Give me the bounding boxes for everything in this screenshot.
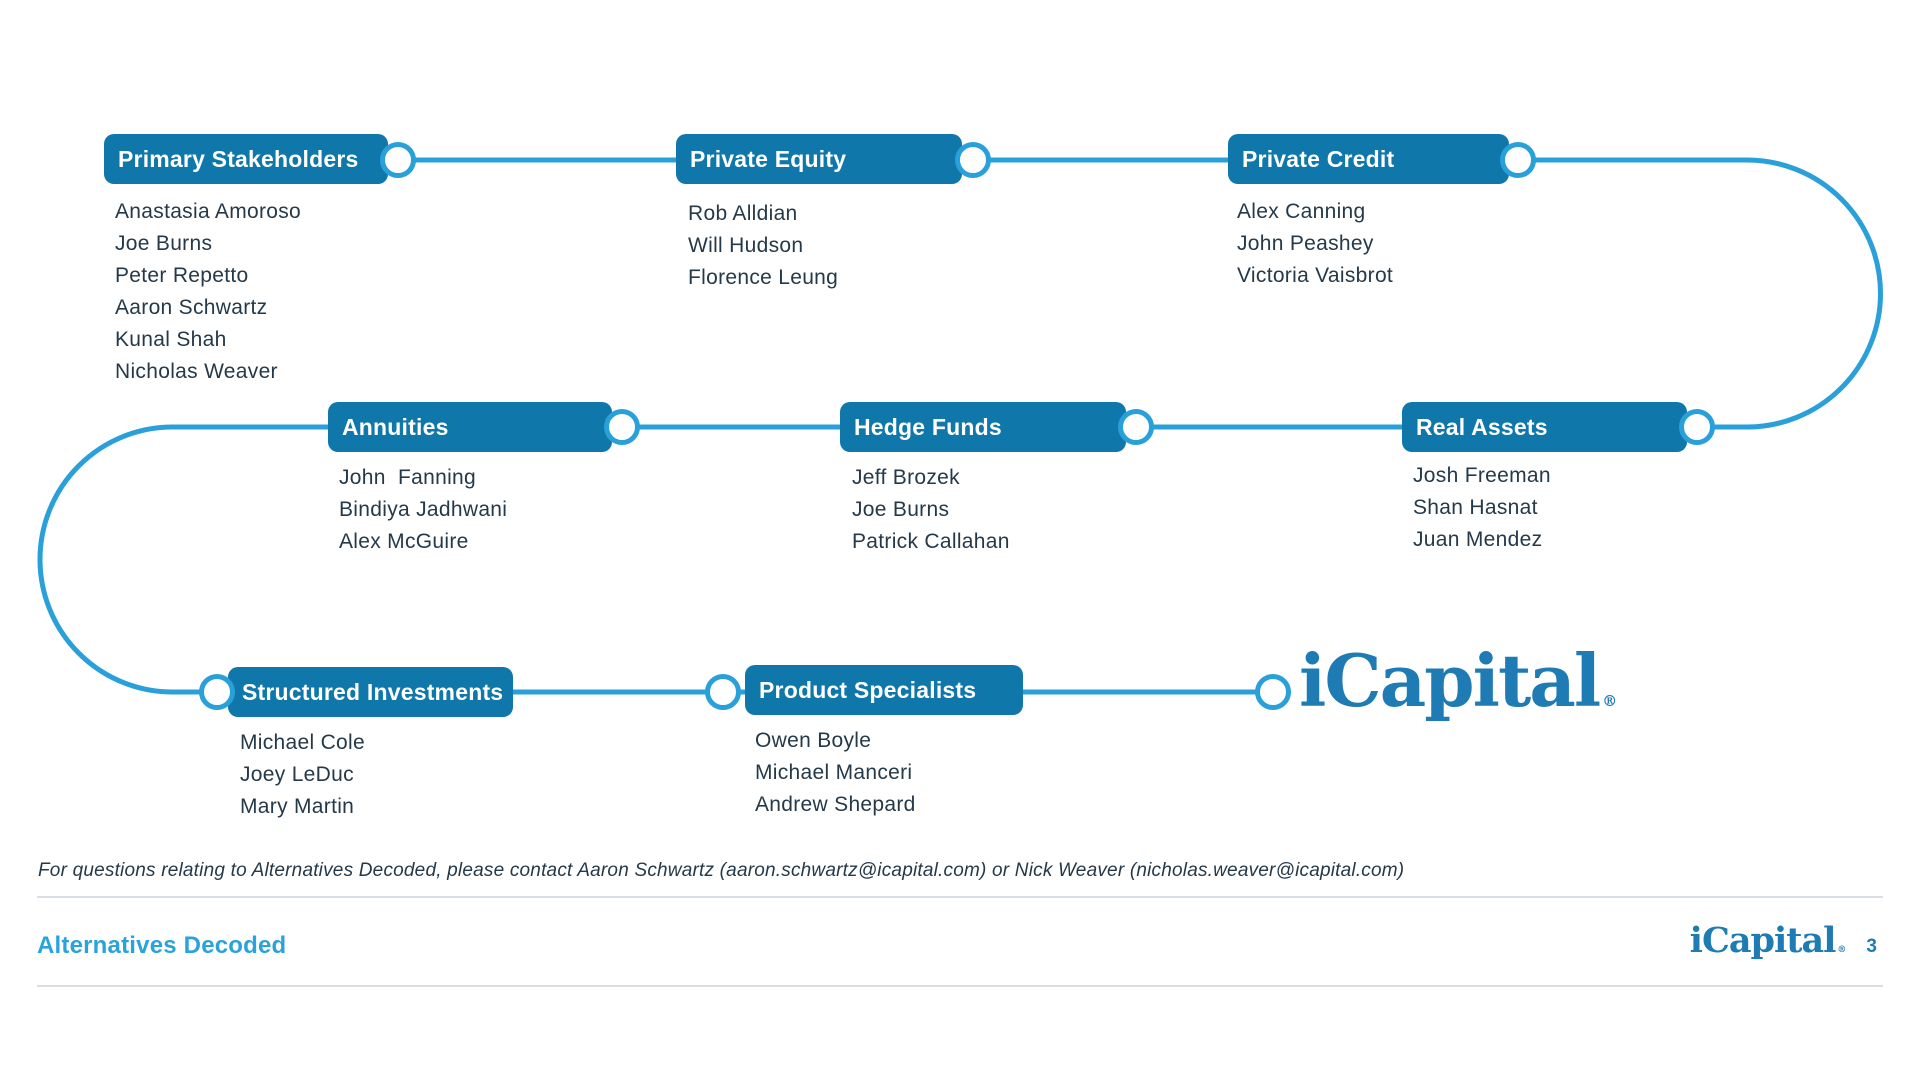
box-label: Primary Stakeholders [118, 145, 359, 172]
names-private-equity: Rob Alldian Will Hudson Florence Leung [688, 198, 838, 294]
member-name: Alex McGuire [339, 530, 469, 553]
member-name: Michael Manceri [755, 761, 913, 784]
names-annuities: John Fanning Bindiya Jadhwani Alex McGui… [339, 462, 507, 558]
member-name: Aaron Schwartz [115, 296, 268, 319]
member-name: Shan Hasnat [1413, 496, 1538, 519]
member-name: Patrick Callahan [852, 530, 1010, 553]
box-real-assets: Real Assets [1402, 402, 1687, 452]
icapital-logo-large: iCapital® [1299, 641, 1617, 720]
member-name: Mary Martin [240, 795, 355, 818]
member-name: Peter Repetto [115, 264, 249, 287]
names-structured-investments: Michael Cole Joey LeDuc Mary Martin [240, 727, 365, 823]
names-product-specialists: Owen Boyle Michael Manceri Andrew Shepar… [755, 725, 916, 821]
registered-mark: ® [1837, 945, 1847, 955]
member-name: John Peashey [1237, 232, 1374, 255]
box-label: Structured Investments [242, 678, 504, 705]
member-name: John Fanning [339, 466, 476, 489]
member-name: Owen Boyle [755, 729, 872, 752]
footer-right: iCapital® 3 [1690, 920, 1877, 961]
divider-line [37, 985, 1883, 987]
member-name: Anastasia Amoroso [115, 200, 302, 223]
member-name: Nicholas Weaver [115, 360, 278, 383]
names-hedge-funds: Jeff Brozek Joe Burns Patrick Callahan [852, 462, 1010, 558]
names-real-assets: Josh Freeman Shan Hasnat Juan Mendez [1413, 460, 1551, 556]
box-primary-stakeholders: Primary Stakeholders [104, 134, 388, 184]
member-name: Juan Mendez [1413, 528, 1543, 551]
icapital-logo-text: iCapital [1299, 638, 1601, 723]
names-private-credit: Alex Canning John Peashey Victoria Vaisb… [1237, 196, 1393, 292]
member-name: Will Hudson [688, 234, 804, 257]
member-name: Joey LeDuc [240, 763, 354, 786]
divider-line [37, 896, 1883, 898]
member-name: Florence Leung [688, 266, 839, 289]
member-name: Michael Cole [240, 731, 365, 754]
box-label: Annuities [342, 413, 449, 440]
box-label: Private Credit [1242, 145, 1395, 172]
member-name: Josh Freeman [1413, 464, 1551, 487]
member-name: Jeff Brozek [852, 466, 960, 489]
box-hedge-funds: Hedge Funds [840, 402, 1126, 452]
icapital-logo-text: iCapital [1689, 920, 1837, 961]
member-name: Bindiya Jadhwani [339, 498, 508, 521]
contact-footnote: For questions relating to Alternatives D… [38, 860, 1405, 881]
box-label: Hedge Funds [854, 413, 1002, 440]
page-number: 3 [1866, 936, 1877, 957]
member-name: Joe Burns [115, 232, 213, 255]
member-name: Andrew Shepard [755, 793, 916, 816]
registered-mark: ® [1602, 692, 1618, 710]
icapital-logo-small: iCapital® [1690, 920, 1847, 961]
member-name: Kunal Shah [115, 328, 227, 351]
member-name: Rob Alldian [688, 202, 798, 225]
box-private-credit: Private Credit [1228, 134, 1509, 184]
member-name: Joe Burns [852, 498, 950, 521]
box-label: Product Specialists [759, 676, 977, 703]
names-primary-stakeholders: Anastasia Amoroso Joe Burns Peter Repett… [115, 196, 301, 388]
box-label: Real Assets [1416, 413, 1548, 440]
box-label: Private Equity [690, 145, 847, 172]
box-private-equity: Private Equity [676, 134, 962, 184]
box-annuities: Annuities [328, 402, 612, 452]
member-name: Alex Canning [1237, 200, 1366, 223]
box-structured-investments: Structured Investments [228, 667, 513, 717]
box-product-specialists: Product Specialists [745, 665, 1023, 715]
slide-title: Alternatives Decoded [37, 932, 287, 959]
member-name: Victoria Vaisbrot [1237, 264, 1394, 287]
